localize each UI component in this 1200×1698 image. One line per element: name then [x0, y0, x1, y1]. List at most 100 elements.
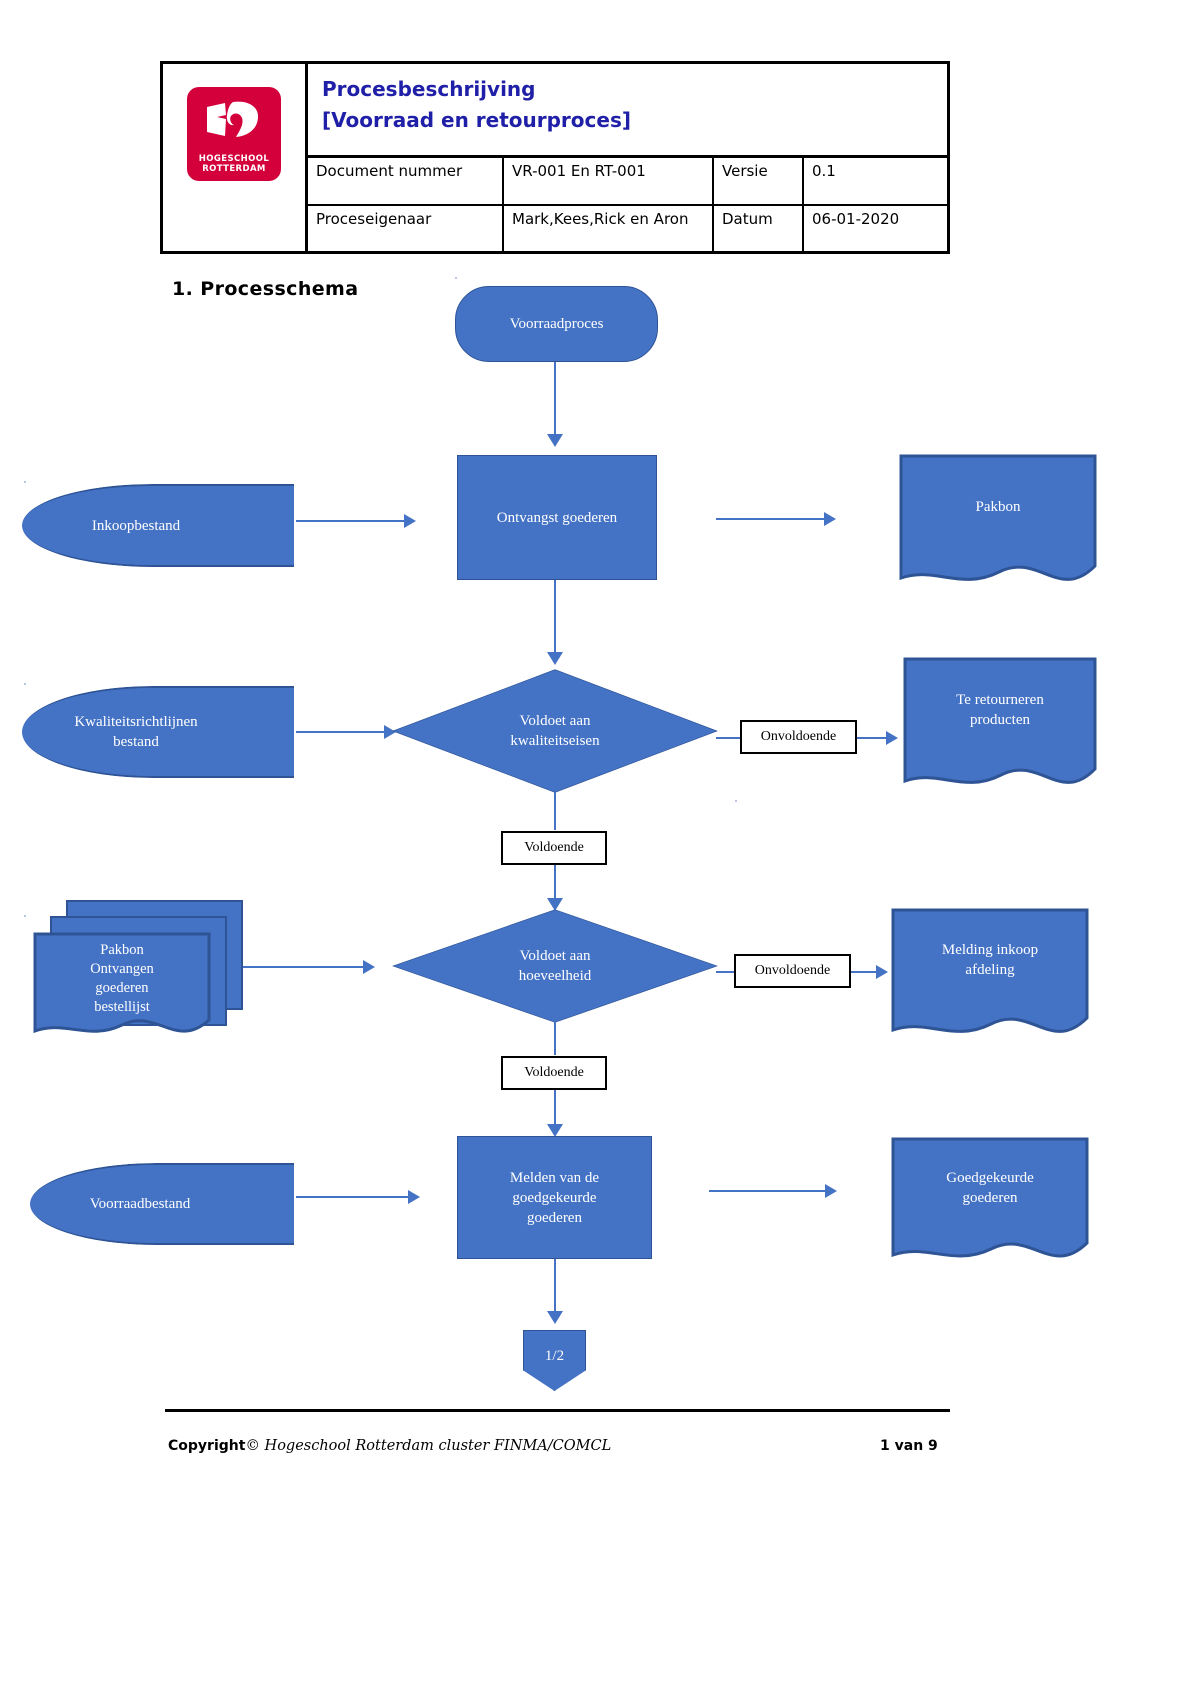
- connector-kwaliteitsbestand-to-decision1: [296, 731, 386, 733]
- flow-node-melding-inkoop-label: Melding inkoop afdeling: [941, 942, 1039, 978]
- flow-node-voldoet-kwaliteitseisen-label: Voldoet aan kwaliteitseisen: [510, 713, 600, 749]
- process-owner-value: Mark,Kees,Rick en Aron: [504, 205, 714, 251]
- stacked-sheet-front-document-shape: [33, 932, 211, 1034]
- edge-label-voldoende-2-text: Voldoende: [524, 1065, 584, 1080]
- edge-label-onvoldoende-2: Onvoldoende: [734, 954, 851, 988]
- document-shape: [899, 454, 1097, 581]
- header-title-cell: Procesbeschrijving [Voorraad en retourpr…: [308, 64, 947, 158]
- connector-onvoldoende1-to-retour: [857, 737, 893, 739]
- flow-node-ontvangst-goederen[interactable]: Ontvangst goederen: [457, 455, 657, 580]
- flow-node-melden-goedgekeurde-label: Melden van de goedgekeurde goederen: [509, 1169, 600, 1226]
- arrowhead-right: [404, 514, 416, 528]
- stored-data-shape: [22, 686, 294, 778]
- flow-node-melden-goedgekeurde-goederen[interactable]: Melden van de goedgekeurde goederen: [457, 1136, 652, 1259]
- process-flowchart: Voorraadproces Inkoopbestand Ontvangst g…: [22, 277, 1097, 1391]
- header-meta-row: Document nummer VR-001 En RT-001 Versie …: [308, 158, 947, 206]
- flow-node-goedgekeurde-goederen-label: Goedgekeurde goederen: [946, 1169, 1034, 1206]
- header-meta-rows: Document nummer VR-001 En RT-001 Versie …: [308, 158, 947, 251]
- hogeschool-rotterdam-logo: HOGESCHOOL ROTTERDAM: [187, 87, 281, 181]
- footer-divider: [165, 1409, 950, 1412]
- logo-mark-icon: [207, 101, 259, 137]
- arrowhead-down: [547, 652, 563, 665]
- edge-label-voldoende-1: Voldoende: [501, 831, 607, 865]
- logo-text: HOGESCHOOL ROTTERDAM: [199, 154, 269, 174]
- grid-dot: [455, 277, 457, 279]
- date-value: 06-01-2020: [812, 209, 900, 228]
- flow-node-offpage-connector[interactable]: 1/2: [523, 1330, 586, 1391]
- edge-label-onvoldoende-1-text: Onvoldoende: [760, 729, 837, 744]
- flow-node-inkoopbestand[interactable]: Inkoopbestand: [22, 484, 294, 567]
- edge-label-onvoldoende-1: Onvoldoende: [740, 720, 857, 754]
- date-label: Datum: [714, 205, 804, 251]
- flow-node-melding-inkoop-afdeling[interactable]: Melding inkoop afdeling: [891, 908, 1089, 1046]
- flow-node-kwaliteitsrichtlijnen-bestand[interactable]: Kwaliteitsrichtlijnen bestand: [22, 686, 294, 778]
- connector-decision1-onvoldoende: [716, 737, 742, 739]
- process-owner-label: Proceseigenaar: [308, 205, 504, 251]
- stored-data-shape: [30, 1163, 294, 1245]
- document-title-line2: [Voorraad en retourproces]: [322, 108, 631, 132]
- logo-line2: ROTTERDAM: [202, 164, 266, 174]
- arrowhead-down: [547, 434, 563, 447]
- flow-node-voorraadbestand[interactable]: Voorraadbestand: [30, 1163, 294, 1245]
- grid-dot: [24, 481, 26, 483]
- connector-onvoldoende2-to-melding: [851, 971, 883, 973]
- arrowhead-right: [876, 965, 888, 979]
- connector-decision2-onvoldoende: [716, 971, 736, 973]
- footer-copyright-text: Hogeschool Rotterdam cluster FINMA/COMCL: [264, 1438, 612, 1454]
- connector-inkoopbestand-to-ontvangst: [296, 520, 406, 522]
- document-shape: [891, 1137, 1089, 1258]
- footer-page-number: 1 van 9: [880, 1438, 938, 1454]
- section-heading: 1. Processchema: [172, 278, 359, 300]
- arrowhead-right: [886, 731, 898, 745]
- flow-node-voldoet-hoeveelheid-label: Voldoet aan hoeveelheid: [518, 948, 592, 984]
- edge-label-onvoldoende-2-text: Onvoldoende: [754, 963, 831, 978]
- flow-node-voldoet-hoeveelheid[interactable]: Voldoet aan hoeveelheid: [392, 909, 718, 1023]
- flow-node-start[interactable]: Voorraadproces: [455, 286, 658, 362]
- connector-voldoende1-to-decision2: [554, 865, 556, 903]
- arrowhead-right: [825, 1184, 837, 1198]
- connector-voldoende2-to-melden: [554, 1090, 556, 1130]
- flow-node-offpage-label: 1/2: [544, 1347, 565, 1364]
- arrowhead-down: [547, 898, 563, 911]
- document-title-line1: Procesbeschrijving: [322, 77, 536, 101]
- connector-start-to-ontvangst: [554, 362, 556, 436]
- stored-data-shape: [22, 484, 294, 567]
- flow-node-inkoopbestand-label: Inkoopbestand: [91, 517, 181, 534]
- connector-melden-to-offpage: [554, 1259, 556, 1314]
- flow-node-pakbon-stack[interactable]: Pakbon Ontvangen goederen bestellijst: [33, 900, 243, 1045]
- arrowhead-right: [384, 725, 396, 739]
- connector-ontvangst-to-pakbon: [716, 518, 826, 520]
- connector-ontvangst-to-decision1: [554, 580, 556, 654]
- connector-decision1-voldoende: [554, 792, 556, 830]
- doc-number-value: VR-001 En RT-001: [504, 158, 714, 204]
- grid-dot: [24, 683, 26, 685]
- grid-dot: [24, 915, 26, 917]
- connector-melden-to-goedgekeurde: [709, 1190, 827, 1192]
- arrowhead-down: [547, 1311, 563, 1324]
- flow-node-ontvangst-goederen-label: Ontvangst goederen: [496, 509, 618, 526]
- connector-decision2-voldoende: [554, 1022, 556, 1055]
- doc-number-label: Document nummer: [308, 158, 504, 204]
- flow-node-start-label: Voorraadproces: [509, 316, 604, 332]
- footer-copyright-bold: Copyright: [168, 1438, 246, 1454]
- document-header-table: HOGESCHOOL ROTTERDAM Procesbeschrijving …: [160, 61, 950, 254]
- footer-copyright: Copyright© Hogeschool Rotterdam cluster …: [168, 1438, 611, 1454]
- connector-voorraadbestand-to-melden: [296, 1196, 410, 1198]
- connector-pakbonstack-to-decision2: [243, 966, 365, 968]
- flow-node-pakbon[interactable]: Pakbon: [899, 454, 1097, 594]
- grid-dot: [735, 800, 737, 802]
- edge-label-voldoende-1-text: Voldoende: [524, 840, 584, 855]
- document-shape: [903, 657, 1097, 784]
- flow-node-pakbon-label: Pakbon: [975, 499, 1021, 515]
- logo-line1: HOGESCHOOL: [198, 154, 270, 164]
- edge-label-voldoende-2: Voldoende: [501, 1056, 607, 1090]
- logo-cell: HOGESCHOOL ROTTERDAM: [163, 64, 308, 251]
- flow-node-voldoet-kwaliteitseisen[interactable]: Voldoet aan kwaliteitseisen: [392, 669, 718, 793]
- flow-node-pakbon-stack-label: Pakbon Ontvangen goederen bestellijst: [90, 941, 154, 1015]
- flow-node-te-retourneren-producten[interactable]: Te retourneren producten: [903, 657, 1097, 797]
- flow-node-te-retourneren-label: Te retourneren producten: [956, 692, 1044, 728]
- header-meta-row: Proceseigenaar Mark,Kees,Rick en Aron Da…: [308, 205, 947, 251]
- flow-node-goedgekeurde-goederen[interactable]: Goedgekeurde goederen: [891, 1137, 1089, 1270]
- version-value: 0.1: [812, 162, 836, 180]
- arrowhead-right: [824, 512, 836, 526]
